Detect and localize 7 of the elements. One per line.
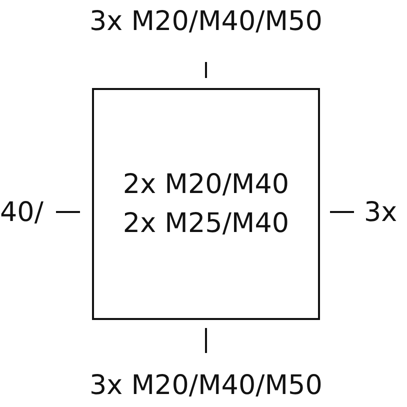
enclosure-box bbox=[92, 88, 320, 320]
box-label: 2x M25/M40 bbox=[122, 210, 290, 237]
side-label: 3x M20/M40/M50 bbox=[90, 8, 322, 35]
side-label: 3x M20/M40/M50 bbox=[90, 372, 322, 399]
box-label: 2x M20/M40 bbox=[122, 171, 290, 198]
side-label: 40/ bbox=[0, 199, 44, 226]
side-label: 3x bbox=[364, 199, 398, 226]
